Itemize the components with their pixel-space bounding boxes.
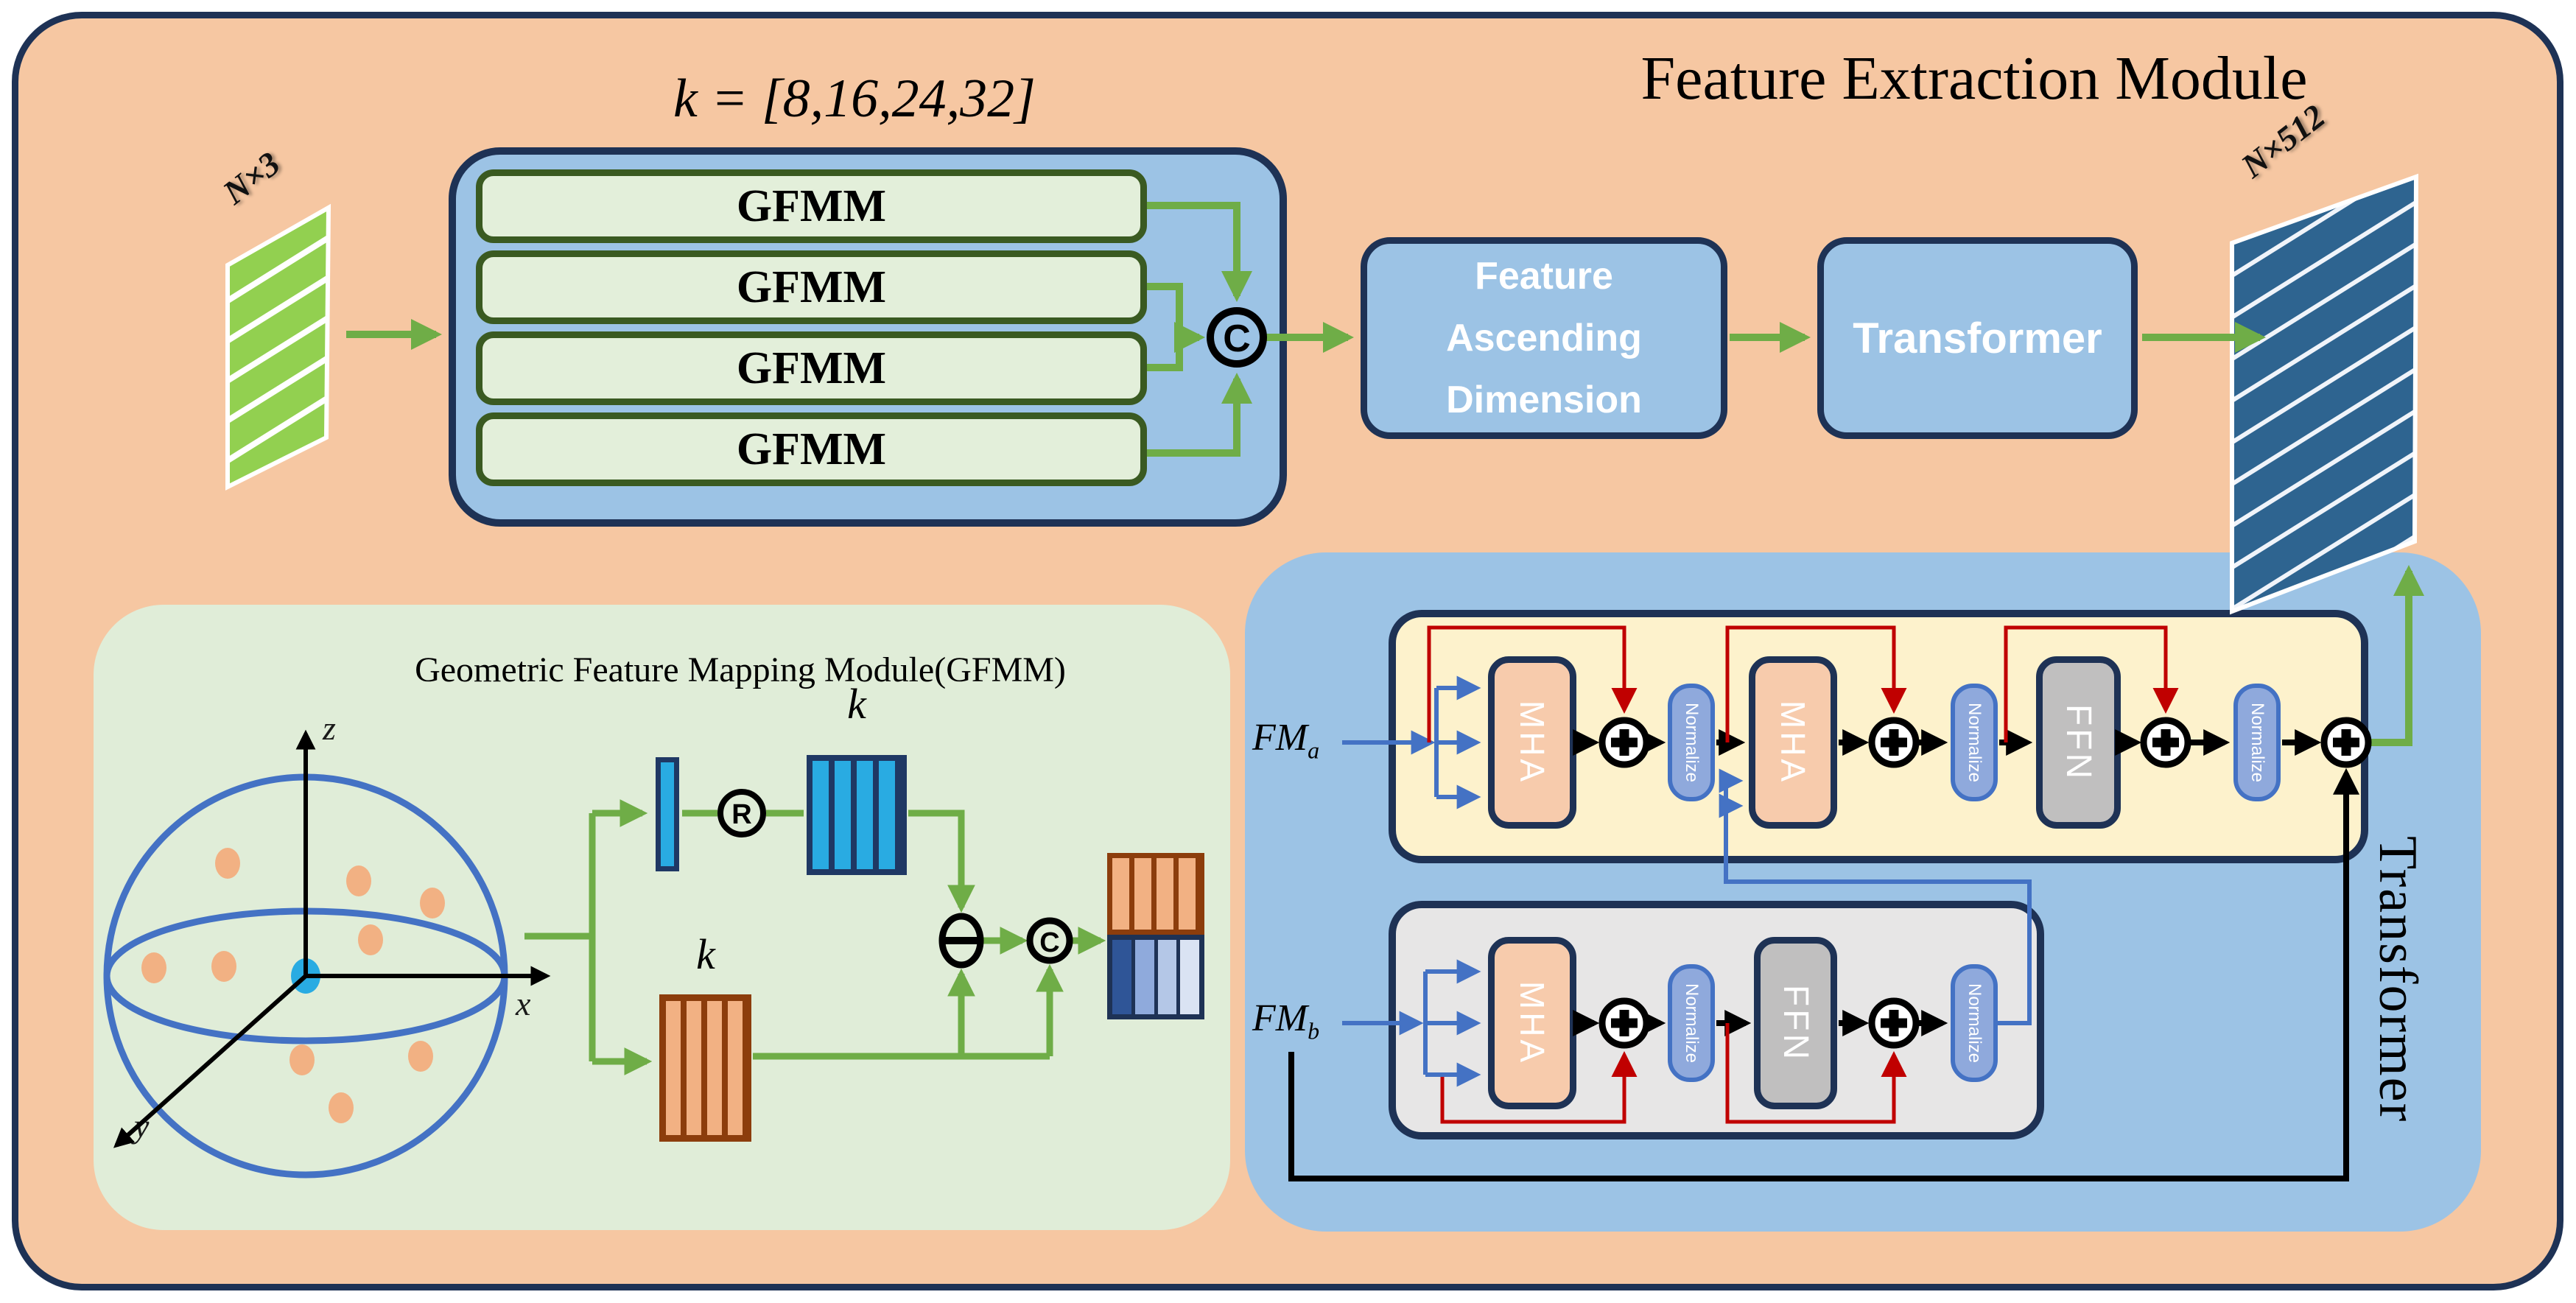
k-label-top: k xyxy=(847,680,866,728)
gfmm-block-label: GFMM xyxy=(736,424,887,474)
mha-label: MHA xyxy=(1513,980,1552,1066)
axis-z-label: z xyxy=(323,709,336,747)
repeated-feature-matrix xyxy=(807,755,907,875)
k-values-formula: k = [8,16,24,32] xyxy=(673,69,1036,129)
mha-block-2: MHA xyxy=(1749,656,1837,829)
fm-sub: a xyxy=(1308,737,1320,764)
normalize-label: Normalize xyxy=(1965,702,1984,783)
gfmm-block-3: GFMM xyxy=(476,331,1147,405)
neighbor-feature-matrix xyxy=(659,994,751,1142)
normalize-block-5: Normalize xyxy=(1951,964,1998,1082)
concat-output-bottom-matrix xyxy=(1107,935,1204,1019)
normalize-block-1: Normalize xyxy=(1668,684,1715,801)
fad-line: Dimension xyxy=(1446,379,1642,421)
input-fm-b-label: FMb xyxy=(1252,997,1341,1044)
transformer-block: Transformer xyxy=(1817,237,2138,439)
gfmm-block-1: GFMM xyxy=(476,169,1147,243)
normalize-label: Normalize xyxy=(2247,702,2267,783)
gfmm-block-label: GFMM xyxy=(736,261,887,312)
matrix-cell xyxy=(1157,940,1177,1014)
ffn-block-2: FFN xyxy=(1754,937,1837,1109)
normalize-block-4: Normalize xyxy=(1668,964,1715,1082)
page-title: Feature Extraction Module xyxy=(1640,44,2308,113)
normalize-label: Normalize xyxy=(1682,702,1702,783)
fad-line: Feature xyxy=(1475,255,1613,298)
feature-vector-bar xyxy=(656,757,679,871)
mha-block-1: MHA xyxy=(1488,656,1576,829)
fm-base: FM xyxy=(1252,717,1308,759)
normalize-block-2: Normalize xyxy=(1951,684,1998,801)
encoder-row-b-box xyxy=(1389,901,2044,1139)
input-fm-a-label: FMa xyxy=(1252,716,1341,764)
concat-output-top-matrix xyxy=(1107,853,1204,935)
ffn-label: FFN xyxy=(2059,703,2098,782)
gfmm-panel-title: Geometric Feature Mapping Module(GFMM) xyxy=(415,650,1066,689)
ffn-label: FFN xyxy=(1776,984,1815,1062)
ffn-block-1: FFN xyxy=(2036,656,2121,829)
matrix-cell xyxy=(1134,940,1154,1014)
normalize-label: Normalize xyxy=(1682,983,1702,1064)
matrix-cell xyxy=(1112,940,1131,1014)
normalize-block-3: Normalize xyxy=(2233,684,2281,801)
k-label-bottom: k xyxy=(696,930,715,978)
axis-y-label: y xyxy=(134,1107,150,1145)
mha-label: MHA xyxy=(1513,700,1552,785)
fad-line: Ascending xyxy=(1446,317,1642,359)
gfmm-block-label: GFMM xyxy=(736,180,887,231)
transformer-side-label: Transformer xyxy=(2368,836,2428,1123)
normalize-label: Normalize xyxy=(1965,983,1984,1064)
matrix-cell xyxy=(1180,940,1199,1014)
transformer-block-label: Transformer xyxy=(1853,314,2102,362)
gfmm-block-2: GFMM xyxy=(476,250,1147,324)
axis-x-label: x xyxy=(516,985,531,1022)
fm-base: FM xyxy=(1252,997,1308,1039)
mha-block-3: MHA xyxy=(1488,937,1576,1109)
gfmm-block-4: GFMM xyxy=(476,412,1147,486)
gfmm-block-label: GFMM xyxy=(736,343,887,393)
mha-label: MHA xyxy=(1774,700,1813,785)
feature-ascending-dimension-block: Feature Ascending Dimension xyxy=(1361,237,1727,439)
fm-sub: b xyxy=(1308,1017,1320,1044)
